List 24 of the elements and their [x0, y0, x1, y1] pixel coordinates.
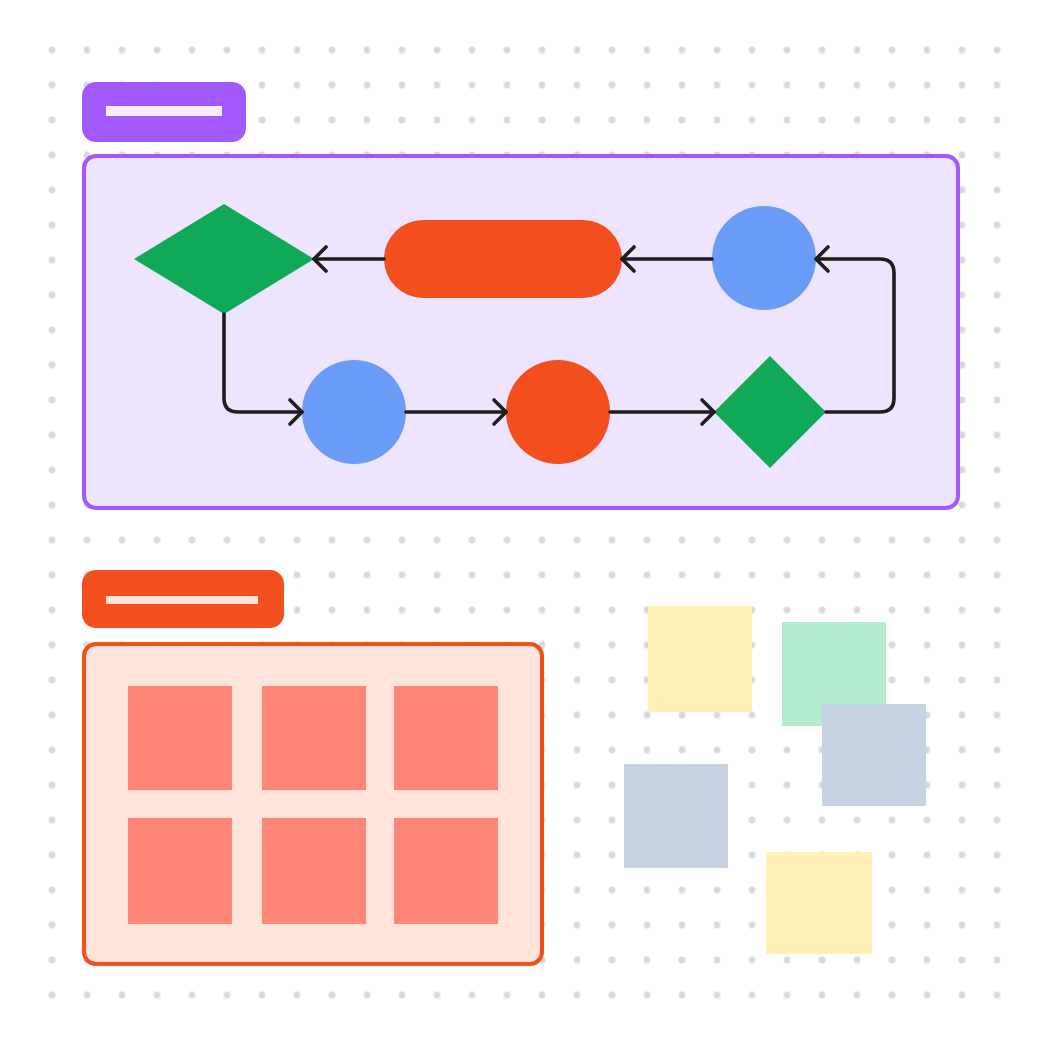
arrow [312, 245, 386, 273]
grid-tile [261, 685, 365, 789]
grid-tile [127, 685, 231, 789]
label-tab [82, 82, 246, 142]
decision-diamond [133, 203, 313, 313]
sticky-note [648, 606, 752, 712]
grid-tile [393, 685, 497, 789]
grid-tile [127, 817, 231, 923]
arrow [620, 245, 714, 273]
sticky-note [766, 852, 872, 954]
terminator-pill [383, 219, 621, 297]
arrow [608, 398, 716, 426]
sticky-note [822, 704, 926, 806]
arrow [404, 398, 508, 426]
grid-frame [82, 642, 544, 966]
sticky-note [624, 764, 728, 868]
decision-diamond [713, 355, 825, 467]
grid-tile [261, 817, 365, 923]
label-tab [82, 570, 284, 628]
flowchart-frame [82, 154, 960, 510]
arrow [814, 245, 896, 414]
grid-tile [393, 817, 497, 923]
circle-node [711, 206, 815, 310]
arrow [222, 312, 304, 426]
